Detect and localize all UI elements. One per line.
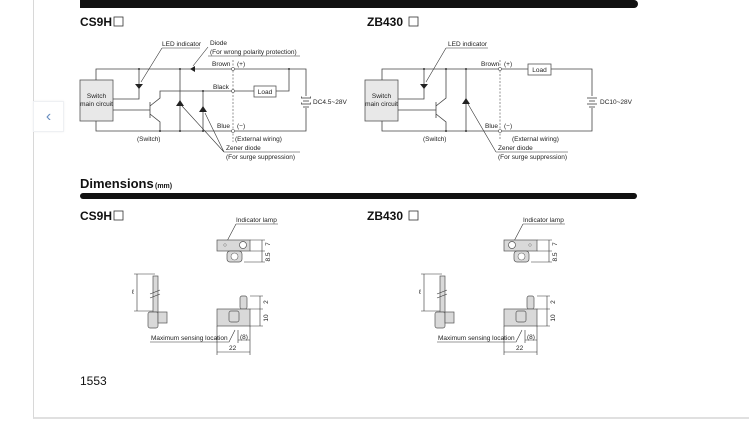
led-indicator-label: LED indicator [162, 41, 202, 48]
blue-wire-label: Blue [485, 123, 498, 130]
external-wiring-label: (External wiring) [512, 136, 559, 143]
supply-voltage: DC10~28V [600, 99, 633, 106]
dimensions-unit: (mm) [155, 183, 172, 190]
plus-label: (+) [504, 61, 512, 68]
load-label: Load [258, 89, 273, 96]
dimension-value: 2 [263, 300, 270, 304]
dimension-value: 2 [550, 300, 557, 304]
model-title: CS9H [80, 209, 112, 223]
model-suffix-box [408, 16, 419, 27]
supply-voltage: DC4.5~28V [313, 99, 347, 106]
black-wire-label: Black [213, 84, 230, 91]
load-label: Load [532, 67, 547, 74]
dimension-drawing-cs9h: CS9H Indicator lamp 7 8.5 ℓ 2 10 (8) 22 … [80, 209, 278, 355]
led-icon [135, 84, 143, 89]
switch-box-label: Switch [372, 93, 392, 100]
plus-label: (+) [237, 61, 245, 68]
load-box [527, 63, 552, 76]
blue-wire-label: Blue [217, 123, 230, 130]
dimension-value: 7 [552, 242, 559, 246]
indicator-lamp-label: Indicator lamp [236, 217, 277, 224]
zener-diode-label: Zener diode [226, 145, 261, 152]
zener-diode-label: Zener diode [498, 145, 533, 152]
dimension-value: (8) [527, 334, 535, 341]
model-title: ZB430 [367, 15, 403, 29]
page-number: 1553 [80, 374, 107, 388]
zener-diode-icon [199, 106, 207, 112]
switch-label: (Switch) [423, 136, 446, 143]
dimension-value: 22 [229, 345, 237, 352]
dimensions-heading: Dimensions [80, 176, 154, 191]
circuit-zb430: ZB430 Switch main circuit Load DC10~28V … [364, 15, 633, 161]
indicator-lamp-icon [223, 243, 227, 247]
section-bar [80, 193, 637, 199]
dimension-value: ℓ [419, 289, 422, 296]
max-sensing-location-label: Maximum sensing location [151, 335, 228, 342]
dimension-value: ℓ [132, 289, 135, 296]
switch-box-label: Switch [87, 93, 107, 100]
dimension-value: (8) [240, 334, 248, 341]
battery-icon [587, 97, 597, 108]
minus-label: (−) [504, 123, 512, 130]
max-sensing-location-label: Maximum sensing location [438, 335, 515, 342]
led-indicator-label: LED indicator [448, 41, 488, 48]
diode-note: (For wrong polarity protection) [210, 49, 297, 56]
switch-main-circuit-box [79, 79, 114, 122]
zener-diode-icon [462, 98, 470, 104]
led-icon [420, 84, 428, 89]
switch-label: (Switch) [137, 136, 160, 143]
minus-label: (−) [237, 123, 245, 130]
indicator-lamp-label: Indicator lamp [523, 217, 564, 224]
switch-box-label: main circuit [365, 101, 398, 108]
circuit-cs9h: CS9H Switch main circuit Load DC4.5~28V … [79, 15, 347, 161]
dimension-value: 10 [550, 314, 557, 322]
dimension-value: 8.5 [552, 252, 559, 261]
dimension-value: 7 [265, 242, 272, 246]
dimension-value: 10 [263, 314, 270, 322]
dimension-value: 22 [516, 345, 524, 352]
chevron-left-icon: ‹ [45, 107, 52, 125]
brown-wire-label: Brown [481, 61, 500, 68]
document-page [33, 0, 749, 419]
zener-diode-icon [176, 100, 184, 106]
section-bar [80, 0, 638, 8]
diode-label: Diode [210, 40, 227, 47]
model-suffix-box [113, 16, 124, 27]
diode-icon [190, 66, 195, 72]
external-wiring-label: (External wiring) [235, 136, 282, 143]
dimension-drawing-zb430: ZB430 Indicator lamp 7 8.5 ℓ 2 10 (8) 22… [367, 209, 565, 355]
model-title: ZB430 [367, 209, 403, 223]
zener-note: (For surge suppression) [226, 154, 295, 161]
previous-page-button[interactable]: ‹ [33, 101, 64, 132]
model-suffix-box [408, 210, 419, 221]
switch-box-label: main circuit [80, 101, 113, 108]
zener-note: (For surge suppression) [498, 154, 567, 161]
load-box [253, 85, 277, 98]
switch-main-circuit-box [364, 79, 399, 122]
model-title: CS9H [80, 15, 112, 29]
brown-wire-label: Brown [212, 61, 231, 68]
model-suffix-box [113, 210, 124, 221]
dimension-value: 8.5 [265, 252, 272, 261]
indicator-lamp-icon [508, 241, 516, 249]
